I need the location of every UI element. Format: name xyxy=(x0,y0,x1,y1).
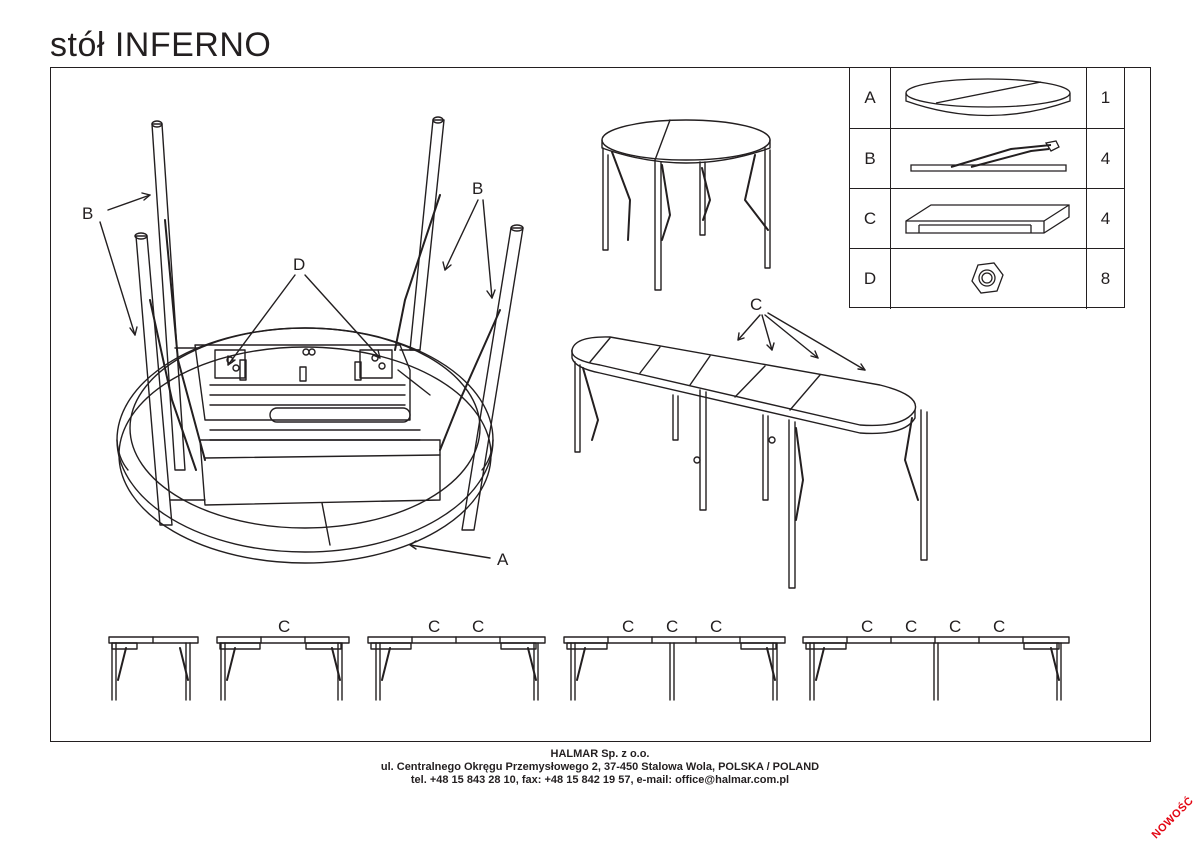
part-quantity: 1 xyxy=(1100,88,1111,107)
part-quantity: 4 xyxy=(1100,149,1111,168)
part-quantity: 4 xyxy=(1100,209,1111,228)
config-4-label: C xyxy=(861,617,874,636)
table-configurations xyxy=(108,636,1070,701)
config-2-label: C xyxy=(472,617,485,636)
extended-table-illustration xyxy=(571,312,928,589)
config-no-leaf xyxy=(108,636,199,701)
parts-row: B 4 xyxy=(850,128,1124,189)
parts-row: C 4 xyxy=(850,188,1124,249)
config-4-leaves xyxy=(802,636,1070,701)
company-contact: tel. +48 15 843 28 10, fax: +48 15 842 1… xyxy=(410,774,790,786)
company-name: HALMAR Sp. z o.o. xyxy=(550,748,650,760)
company-address: ul. Centralnego Okręgu Przemysłowego 2, … xyxy=(380,761,820,773)
parts-row: A 1 xyxy=(850,68,1124,128)
parts-table: A 1 B 4 C xyxy=(849,67,1125,309)
config-3-label: C xyxy=(710,617,723,636)
tabletop-icon xyxy=(891,68,1087,128)
upside-down-table-illustration xyxy=(99,116,524,564)
config-4-label: C xyxy=(949,617,962,636)
round-table-illustration xyxy=(601,119,771,291)
config-4-label: C xyxy=(905,617,918,636)
config-3-label: C xyxy=(666,617,679,636)
part-letter: C xyxy=(850,189,891,249)
config-4-label: C xyxy=(993,617,1006,636)
callout-b-right: B xyxy=(472,179,484,198)
config-2-leaves xyxy=(367,636,546,701)
config-3-leaves xyxy=(563,636,786,701)
config-1-leaf xyxy=(216,636,350,701)
callout-b-left: B xyxy=(82,204,94,223)
part-quantity: 8 xyxy=(1100,269,1111,288)
leg-icon xyxy=(891,129,1087,189)
page-title: stół INFERNO xyxy=(50,26,272,64)
part-letter: B xyxy=(850,129,891,189)
callout-d: D xyxy=(293,255,306,274)
parts-row: D 8 xyxy=(850,248,1124,309)
nut-icon xyxy=(891,249,1087,309)
callout-a: A xyxy=(497,550,509,569)
config-3-label: C xyxy=(622,617,635,636)
config-2-label: C xyxy=(428,617,441,636)
part-letter: D xyxy=(850,249,891,309)
config-1-label: C xyxy=(278,617,291,636)
company-footer: HALMAR Sp. z o.o. ul. Centralnego Okręgu… xyxy=(0,748,1200,787)
part-letter: A xyxy=(850,68,891,128)
extension-leaf-icon xyxy=(891,189,1087,249)
callout-c: C xyxy=(750,295,763,314)
instruction-frame xyxy=(50,67,1151,742)
